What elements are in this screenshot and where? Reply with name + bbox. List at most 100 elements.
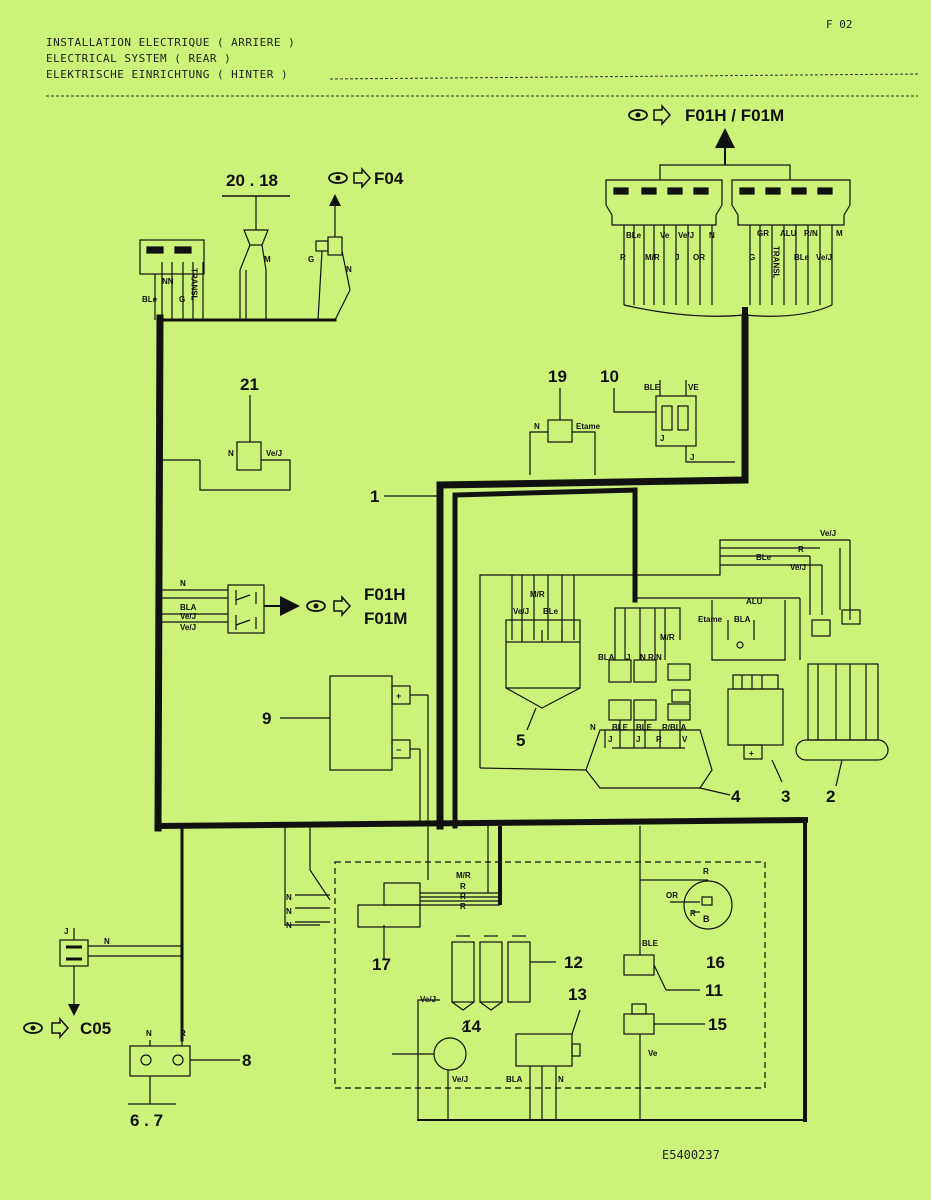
component-4-relays	[479, 607, 731, 796]
label-vej-r1: Ve/J	[820, 529, 836, 538]
label-r-17b: R	[460, 892, 466, 901]
label-n-sw: N	[180, 579, 186, 588]
component-4: 4	[731, 787, 741, 806]
label-or-tr: OR	[693, 253, 705, 262]
label-nrn-4: N	[640, 653, 646, 662]
label-rbla-4: R/BLA	[662, 723, 687, 732]
ref-f01h-f01m-top: F01H / F01M	[685, 106, 784, 125]
component-2	[795, 609, 889, 787]
component-12: 12	[564, 953, 583, 972]
label-j-tr: J	[675, 253, 679, 262]
label-alu-3: ALU	[746, 597, 763, 606]
label-gr-tr: GR	[757, 229, 769, 238]
ref-f04: F04	[374, 169, 404, 188]
component-5	[505, 575, 581, 709]
label-transl-tr: TRANSL	[772, 246, 781, 279]
label-ble-4a: BLE	[612, 723, 629, 732]
component-15: 15	[708, 1015, 727, 1034]
label-rn-4: R/N	[648, 653, 662, 662]
label-n-c05: N	[104, 937, 110, 946]
label-r-8: R	[180, 1029, 186, 1038]
eye-icon	[306, 600, 326, 612]
component-16: 16	[706, 953, 725, 972]
label-m-speaker: M	[264, 255, 271, 264]
ref-c05: C05	[80, 1019, 111, 1038]
component-13: 13	[568, 985, 587, 1004]
label-20-18: 20 . 18	[226, 171, 278, 190]
component-8	[128, 1040, 240, 1105]
label-b-16: B	[703, 914, 710, 924]
label-r-4: R	[656, 735, 662, 744]
label-n-l1: N	[286, 893, 292, 902]
label-n-8: N	[146, 1029, 152, 1038]
label-alu-tr: ALU	[780, 229, 797, 238]
component-17: 17	[372, 955, 391, 974]
label-etame-19: Etame	[576, 422, 601, 431]
label-ble-tr: BLe	[626, 231, 642, 240]
label-n-4: N	[590, 723, 596, 732]
label-j-10a: J	[660, 434, 664, 443]
ref-f01h-mid: F01H	[364, 585, 406, 604]
label-or-16: OR	[666, 891, 678, 900]
label-vej-tr: Ve/J	[678, 231, 694, 240]
label-minus-9: −	[396, 745, 401, 755]
label-mr-tr: M/R	[645, 253, 660, 262]
component-3-label: 3	[781, 787, 790, 806]
label-g-tr: G	[749, 253, 755, 262]
component-2-label: 2	[826, 787, 835, 806]
label-j-4c: J	[636, 735, 640, 744]
component-9: 9	[262, 709, 271, 728]
label-mr-4: M/R	[660, 633, 675, 642]
component-10: 10	[600, 367, 619, 386]
label-n-l2: N	[286, 907, 292, 916]
label-vej-14b: Ve/J	[452, 1075, 468, 1084]
label-r-tr: R	[620, 253, 626, 262]
title-en: ELECTRICAL SYSTEM ( REAR )	[46, 52, 232, 65]
title-fr: INSTALLATION ELECTRIQUE ( ARRIERE )	[46, 36, 296, 49]
label-j-4b: J	[608, 735, 612, 744]
lower-dashed-enclosure	[284, 826, 766, 1120]
label-6-7: 6 . 7	[130, 1111, 163, 1130]
label-r-16a: R	[703, 867, 709, 876]
label-transl-tl: TRANSL	[190, 268, 199, 301]
label-mr-17: M/R	[456, 871, 471, 880]
eye-icon	[23, 1022, 43, 1034]
component-9-box	[280, 675, 429, 880]
label-j-10b: J	[690, 453, 694, 462]
label-n-13: N	[558, 1075, 564, 1084]
title-de: ELEKTRISCHE EINRICHTUNG ( HINTER )	[46, 68, 289, 81]
label-ve-10: VE	[688, 383, 699, 392]
label-ve-15: Ve	[648, 1049, 658, 1058]
arrow-right-icon	[333, 595, 352, 617]
connector-top-right	[605, 164, 851, 317]
label-ble-tr2: BLe	[794, 253, 810, 262]
label-g-tl: G	[179, 295, 185, 304]
label-etame-3: Etame	[698, 615, 723, 624]
eye-icon	[328, 172, 348, 184]
label-vej-tr2: Ve/J	[816, 253, 832, 262]
label-n-21: N	[228, 449, 234, 458]
speaker-symbol	[239, 196, 269, 320]
label-ble-tl: BLe	[142, 295, 158, 304]
label-bla-4: BLA	[598, 653, 615, 662]
component-19: 19	[548, 367, 567, 386]
label-ble-5: BLe	[543, 607, 559, 616]
label-vej-14a: Ve/J	[420, 995, 436, 1004]
label-vej-sw1: Ve/J	[180, 612, 196, 621]
label-ble-r1: BLe	[756, 553, 772, 562]
component-1: 1	[370, 487, 379, 506]
label-r-16b: R	[690, 909, 696, 918]
page-number: F 02	[826, 18, 853, 31]
connector-top-left	[139, 239, 205, 320]
component-21: 21	[240, 375, 259, 394]
arrow-right-icon	[51, 1017, 70, 1039]
label-n-l3: N	[286, 921, 292, 930]
label-rn-tr: R/N	[804, 229, 818, 238]
document-number: E5400237	[662, 1148, 720, 1162]
connector-c05	[59, 928, 182, 1016]
component-10-relay	[613, 380, 735, 463]
switch-f01	[160, 584, 300, 634]
label-vej-sw2: Ve/J	[180, 623, 196, 632]
